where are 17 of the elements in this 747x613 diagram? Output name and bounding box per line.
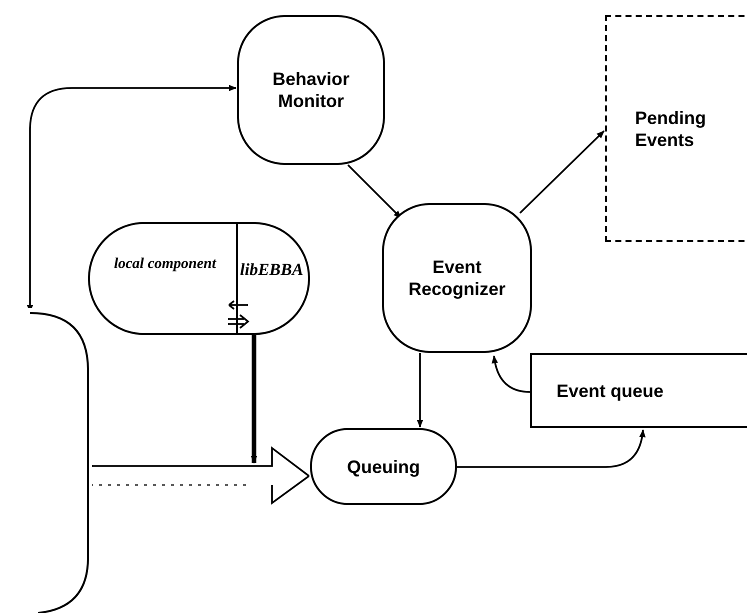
node-label: Queuing <box>347 456 420 478</box>
store-box <box>605 15 747 242</box>
node-label: Pending Events <box>635 106 707 150</box>
arrow <box>519 130 605 214</box>
arrow <box>347 164 402 219</box>
arrow <box>416 353 424 428</box>
arrow <box>457 429 646 468</box>
node-label: Event Recognizer <box>407 256 507 300</box>
process-box <box>237 15 385 165</box>
library-label: libEBBA <box>240 260 304 280</box>
node-label: Behavior Monitor <box>271 68 351 112</box>
node-label: Event queue <box>556 380 664 402</box>
arrow <box>492 355 530 393</box>
queue-box <box>530 353 747 428</box>
component-label: local component <box>112 255 218 274</box>
process-box <box>382 203 532 353</box>
double-line-arrow <box>250 335 258 464</box>
